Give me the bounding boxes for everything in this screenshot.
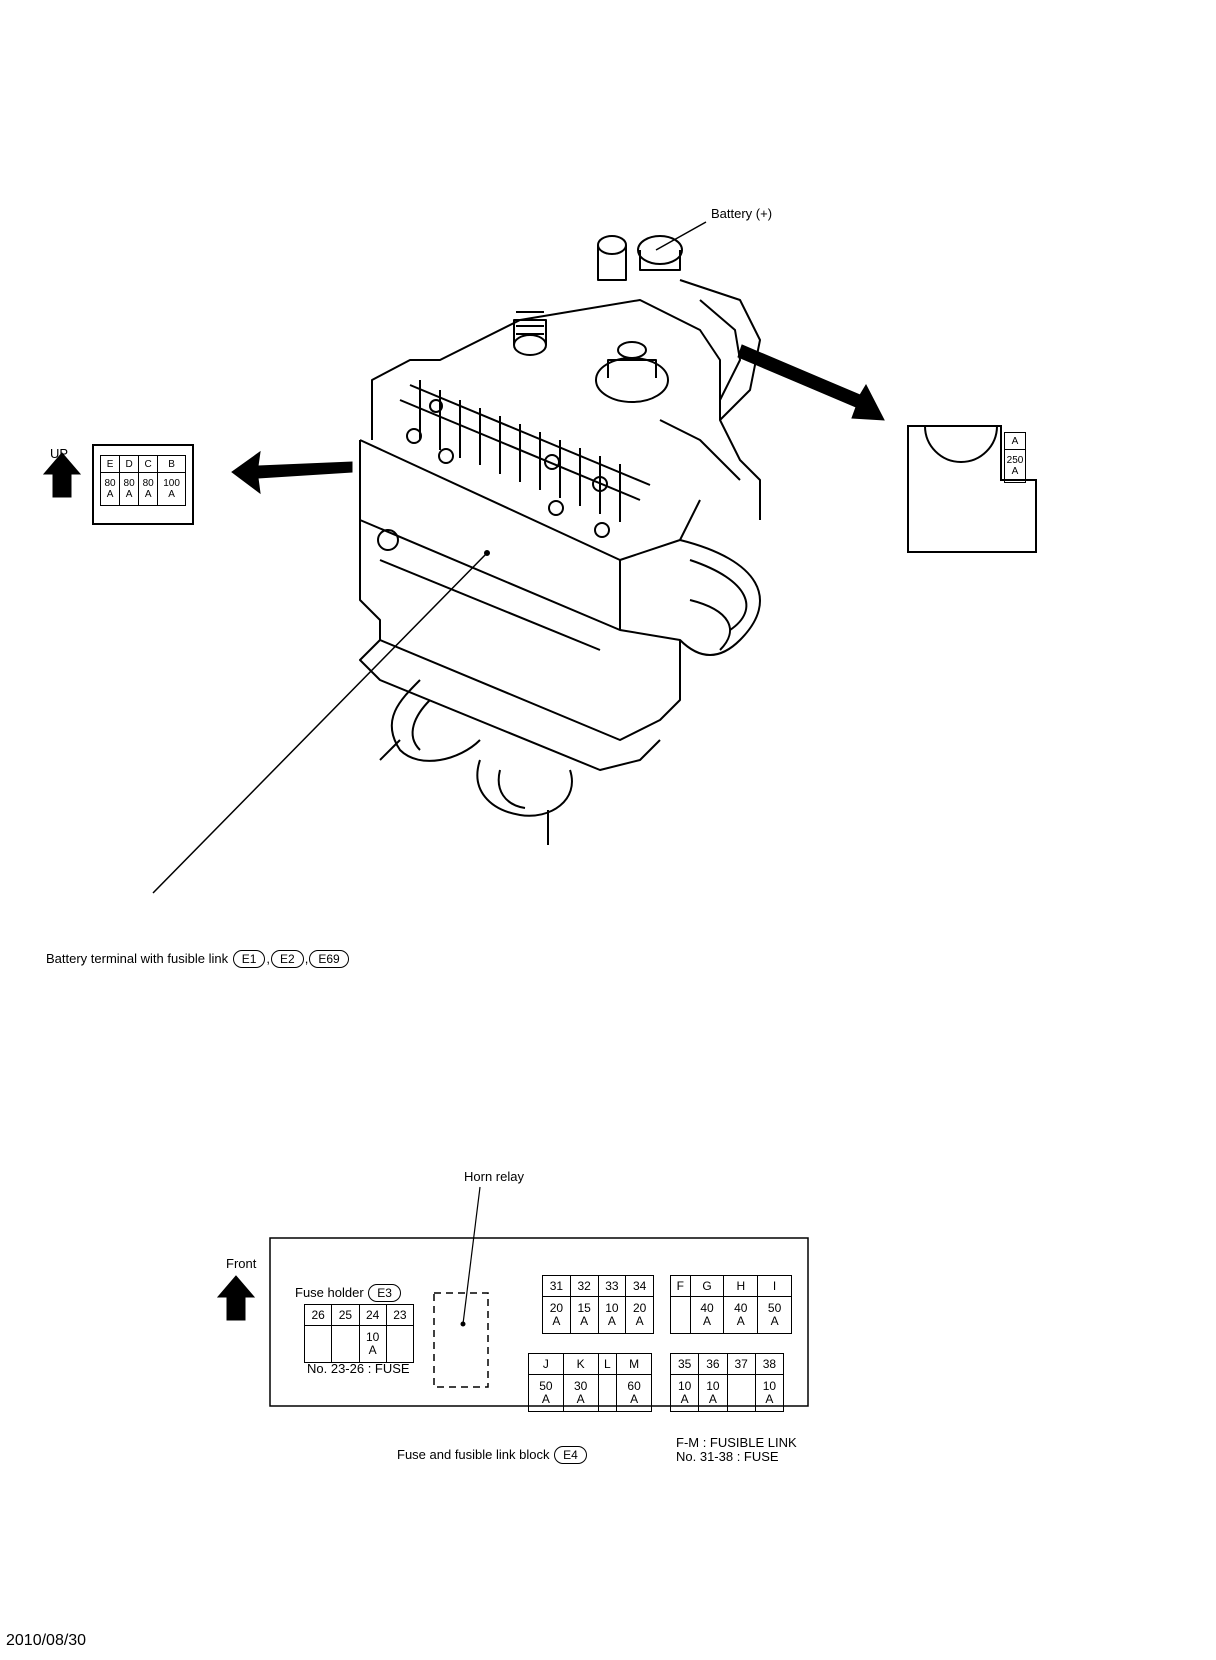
header-cell: D [119, 455, 140, 473]
fuse-holder-table: 26 25 24 23 10 A [303, 1304, 415, 1363]
fuse-block-caption: Fuse and fusible link block E4 [397, 1446, 588, 1464]
fuse-block-label: Fuse and fusible link block [397, 1447, 550, 1462]
rating-cell [385, 1325, 415, 1363]
rating-cell: 100 A [157, 472, 186, 506]
header-cell: C [138, 455, 159, 473]
header-cell: F [670, 1275, 691, 1297]
header-cell: 37 [726, 1353, 756, 1375]
rating-cell: 80 A [99, 472, 121, 506]
rating-cell: 80 A [138, 472, 159, 506]
date-stamp: 2010/08/30 [6, 1632, 87, 1649]
legend-fuse: No. 31-38 : FUSE [676, 1449, 779, 1464]
header-cell: E [99, 455, 121, 473]
rating-cell [726, 1374, 756, 1412]
header-cell: 38 [754, 1353, 785, 1375]
header-cell: 32 [569, 1275, 599, 1297]
separator: , [304, 951, 309, 966]
header-cell: J [528, 1353, 564, 1375]
rating-cell: 10 A [698, 1374, 728, 1412]
rating-cell: 10 A [669, 1374, 700, 1412]
rating-cell [331, 1325, 360, 1363]
header-cell: 31 [542, 1275, 571, 1297]
header-cell: 36 [698, 1353, 728, 1375]
rating-cell: 250 A [1004, 449, 1026, 483]
rating-cell: 10 A [358, 1325, 387, 1363]
fuse-table-35-38: 35 36 37 38 10 A 10 A 10 A [669, 1353, 785, 1412]
rating-cell: 20 A [542, 1296, 571, 1334]
header-cell: K [562, 1353, 599, 1375]
battery-positive-label: Battery (+) [711, 206, 773, 221]
header-cell: 33 [597, 1275, 627, 1297]
header-cell: 35 [669, 1353, 700, 1375]
header-cell: H [723, 1275, 759, 1297]
rating-cell: 10 A [754, 1374, 785, 1412]
separator: , [266, 951, 271, 966]
rating-cell: 60 A [616, 1374, 652, 1412]
left-fusible-link-table: E D C B 80 A 80 A 80 A 100 A [99, 455, 186, 506]
rating-cell: 15 A [569, 1296, 599, 1334]
fuse-holder-note: No. 23-26 : FUSE [307, 1361, 410, 1376]
header-cell: A [1004, 432, 1026, 450]
rating-cell: 50 A [528, 1374, 564, 1412]
header-cell: I [757, 1275, 792, 1297]
front-label: Front [226, 1256, 257, 1271]
rating-cell: 40 A [723, 1296, 759, 1334]
rating-cell: 80 A [119, 472, 140, 506]
header-cell: B [157, 455, 186, 473]
header-cell: 25 [331, 1304, 360, 1326]
rating-cell [597, 1374, 618, 1412]
rating-cell: 20 A [625, 1296, 654, 1334]
fuse-holder-label: Fuse holder [295, 1285, 364, 1300]
header-cell: 34 [625, 1275, 654, 1297]
rating-cell: 30 A [562, 1374, 599, 1412]
connector-badge: E1 [232, 950, 266, 968]
fusible-link-table-j-m: J K L M 50 A 30 A 60 A [528, 1353, 652, 1412]
up-label: UP [50, 446, 69, 461]
connector-badge: E69 [309, 950, 349, 968]
rating-cell: 40 A [689, 1296, 725, 1334]
fuse-holder-caption: Fuse holder E3 [295, 1284, 402, 1302]
header-cell: 24 [358, 1304, 387, 1326]
legend-fusible-link: F-M : FUSIBLE LINK [676, 1435, 797, 1450]
connector-badge: E2 [271, 950, 304, 968]
header-cell: 23 [385, 1304, 415, 1326]
battery-link-table: A 250 A [1004, 432, 1026, 483]
header-cell: G [689, 1275, 725, 1297]
horn-relay-label: Horn relay [464, 1169, 524, 1184]
rating-cell [303, 1325, 333, 1363]
connector-badge: E4 [554, 1446, 587, 1464]
header-cell: L [597, 1353, 618, 1375]
rating-cell: 50 A [757, 1296, 792, 1334]
connector-badge: E3 [368, 1284, 401, 1302]
rating-cell: 10 A [597, 1296, 627, 1334]
rating-cell [670, 1296, 691, 1334]
header-cell: M [616, 1353, 652, 1375]
fuse-table-31-34: 31 32 33 34 20 A 15 A 10 A 20 A [542, 1275, 654, 1334]
battery-terminal-label: Battery terminal with fusible link [46, 951, 229, 966]
legend: F-M : FUSIBLE LINK No. 31-38 : FUSE [676, 1436, 797, 1464]
battery-terminal-caption: Battery terminal with fusible link E1,E2… [46, 950, 350, 968]
fusible-link-table-f-i: F G H I 40 A 40 A 50 A [670, 1275, 792, 1334]
header-cell: 26 [303, 1304, 333, 1326]
